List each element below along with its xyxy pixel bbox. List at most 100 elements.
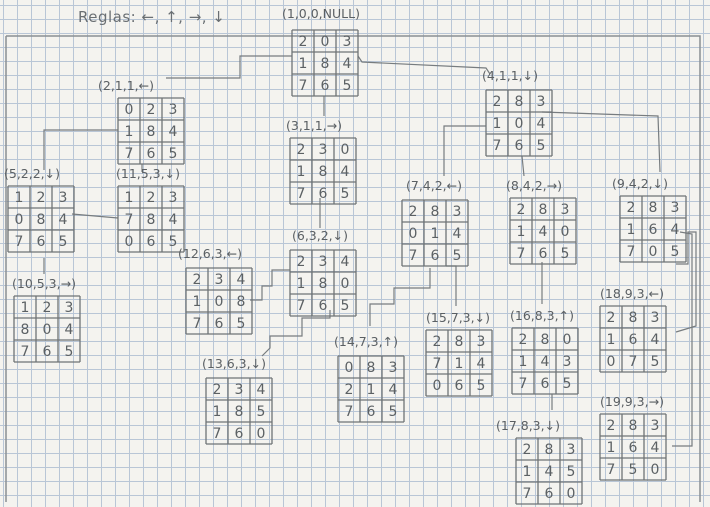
puzzle-cell: 0	[515, 116, 524, 132]
puzzle-cell: 0	[409, 226, 418, 242]
puzzle-cell: 7	[517, 246, 526, 262]
node-label: (15,7,3,↓)	[426, 310, 490, 325]
puzzle-cell: 3	[215, 272, 224, 288]
puzzle-cell: 0	[567, 486, 576, 502]
node-label: (14,7,3,↑)	[334, 334, 398, 349]
puzzle-cell: 2	[297, 142, 306, 158]
puzzle-cell: 3	[537, 94, 546, 110]
puzzle-cell: 4	[651, 332, 660, 348]
puzzle-cell: 5	[453, 248, 462, 264]
edge-2-5	[43, 129, 118, 170]
puzzle-cell: 3	[563, 354, 572, 370]
puzzle-cell: 7	[213, 426, 222, 442]
puzzle-cell: 7	[21, 344, 30, 360]
puzzle-cell: 4	[651, 440, 660, 456]
puzzle-cell: 0	[341, 276, 350, 292]
puzzle-cell: 8	[367, 360, 376, 376]
puzzle-cell: 0	[15, 212, 24, 228]
puzzle-cell: 1	[493, 116, 502, 132]
edge-5-11	[71, 213, 119, 219]
puzzle-cell: 8	[629, 310, 638, 326]
puzzle-cell: 7	[607, 462, 616, 478]
puzzle-cell: 7	[193, 316, 202, 332]
puzzle-cell: 8	[431, 204, 440, 220]
puzzle-cell: 7	[519, 376, 528, 392]
puzzle-cell: 6	[629, 332, 638, 348]
puzzle-cell: 5	[169, 234, 178, 250]
puzzle-cell: 6	[545, 486, 554, 502]
puzzle-cell: 5	[671, 244, 680, 260]
puzzle-cell: 4	[389, 382, 398, 398]
node-label: (17,8,3,↓)	[496, 418, 560, 433]
puzzle-cell: 8	[235, 404, 244, 420]
node-label: (9,4,2,↓)	[612, 176, 668, 191]
puzzle-cell: 4	[169, 212, 178, 228]
puzzle-cell: 8	[629, 418, 638, 434]
puzzle-cell: 1	[297, 276, 306, 292]
puzzle-cell: 6	[515, 138, 524, 154]
edge-1-4	[357, 55, 491, 75]
puzzle-cell: 6	[319, 298, 328, 314]
puzzle-cell: 7	[523, 486, 532, 502]
edge-4-9	[541, 111, 661, 173]
puzzle-cell: 4	[237, 272, 246, 288]
puzzle-cell: 3	[561, 202, 570, 218]
puzzle-cell: 7	[409, 248, 418, 264]
puzzle-cell: 3	[453, 204, 462, 220]
edge-6-13	[261, 310, 331, 357]
puzzle-cell: 1	[299, 56, 308, 72]
node-label: (18,9,3,←)	[600, 286, 664, 301]
puzzle-cell: 2	[213, 382, 222, 398]
puzzle-cell: 0	[125, 102, 134, 118]
puzzle-cell: 4	[169, 124, 178, 140]
edge-7-15	[446, 265, 457, 306]
puzzle-cell: 7	[125, 212, 134, 228]
puzzle-cell: 4	[341, 164, 350, 180]
puzzle-cell: 6	[629, 440, 638, 456]
puzzle-cell: 5	[561, 246, 570, 262]
puzzle-cell: 8	[321, 56, 330, 72]
node-label: (12,6,3,←)	[178, 246, 242, 261]
puzzle-cell: 4	[545, 464, 554, 480]
puzzle-cell: 2	[607, 418, 616, 434]
puzzle-cell: 1	[523, 464, 532, 480]
puzzle-cell: 5	[59, 234, 68, 250]
edge-7-14	[369, 268, 431, 326]
puzzle-cell: 8	[147, 212, 156, 228]
node-label: (1,0,0,NULL)	[282, 6, 360, 21]
puzzle-cell: 0	[341, 142, 350, 158]
puzzle-cell: 8	[37, 212, 46, 228]
node-label: (8,4,2,→)	[506, 178, 562, 193]
node-label: (11,5,3,↓)	[116, 166, 180, 181]
puzzle-cell: 1	[125, 124, 134, 140]
node-label: (5,2,2,↓)	[4, 166, 60, 181]
puzzle-cell: 2	[147, 102, 156, 118]
node-label: (3,1,1,→)	[286, 118, 342, 133]
puzzle-cell: 7	[125, 146, 134, 162]
puzzle-cell: 4	[539, 224, 548, 240]
puzzle-cell: 2	[523, 442, 532, 458]
puzzle-cell: 6	[235, 426, 244, 442]
puzzle-cell: 0	[433, 378, 442, 394]
puzzle-cell: 6	[147, 146, 156, 162]
puzzle-cell: 1	[607, 440, 616, 456]
edge-1-2	[166, 55, 292, 79]
puzzle-cell: 2	[493, 94, 502, 110]
puzzle-cell: 0	[649, 244, 658, 260]
puzzle-cell: 8	[515, 94, 524, 110]
puzzle-cell: 3	[235, 382, 244, 398]
node-label: (6,3,2,↓)	[292, 228, 348, 243]
puzzle-cell: 5	[237, 316, 246, 332]
puzzle-cell: 5	[341, 298, 350, 314]
